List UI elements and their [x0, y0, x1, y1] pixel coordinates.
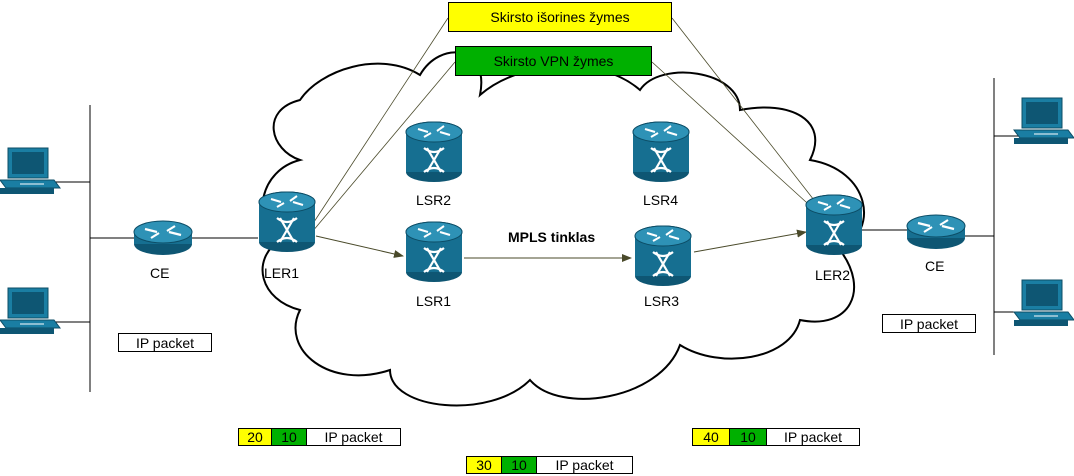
lsr2-label: LSR2: [416, 192, 452, 208]
pc-left-top-icon: [0, 147, 61, 195]
pc-right-bottom-icon: [1013, 279, 1074, 327]
ip-packet-left: IP packet: [118, 333, 212, 352]
ip-packet-right: IP packet: [882, 314, 976, 333]
ce-right-router-icon: [905, 213, 967, 251]
lsr1-router-icon: [404, 220, 464, 284]
ler1-label: LER1: [264, 265, 300, 281]
vpn-label-callout: Skirsto VPN žymes: [455, 46, 652, 76]
pc-right-top-icon: [1013, 97, 1074, 145]
lsr2-router-icon: [404, 120, 464, 184]
ip-packet-payload: IP packet: [766, 428, 860, 446]
mpls-network-label: MPLS tinklas: [508, 229, 596, 245]
outer-label-callout: Skirsto išorines žymes: [448, 2, 672, 32]
ce-right-label: CE: [925, 258, 945, 274]
lsr4-label: LSR4: [643, 192, 679, 208]
lsr1-label: LSR1: [416, 293, 452, 309]
packet-stack-2: 30 10 IP packet: [466, 456, 633, 474]
ce-left-router-icon: [132, 219, 194, 257]
lsp-link-ler1-lsr1: [315, 235, 404, 258]
packet-stack-3: 40 10 IP packet: [692, 428, 860, 446]
outer-label-value: 40: [692, 428, 730, 446]
packet-stack-1: 20 10 IP packet: [238, 428, 401, 446]
ler2-router-icon: [804, 193, 864, 257]
vpn-label-value: 10: [729, 428, 767, 446]
pc-left-bottom-icon: [0, 287, 61, 335]
lsr3-router-icon: [633, 224, 693, 288]
ler2-label: LER2: [815, 267, 851, 283]
ip-packet-payload: IP packet: [536, 456, 633, 474]
lsp-link-lsr3-ler2: [693, 229, 807, 253]
lsr3-label: LSR3: [644, 293, 680, 309]
outer-label-value: 30: [466, 456, 502, 474]
vpn-label-value: 10: [501, 456, 537, 474]
lsr4-router-icon: [631, 120, 691, 184]
ip-packet-payload: IP packet: [306, 428, 401, 446]
ler1-router-icon: [257, 190, 317, 254]
outer-label-value: 20: [238, 428, 272, 446]
vpn-label-value: 10: [271, 428, 307, 446]
ce-left-label: CE: [150, 265, 170, 281]
